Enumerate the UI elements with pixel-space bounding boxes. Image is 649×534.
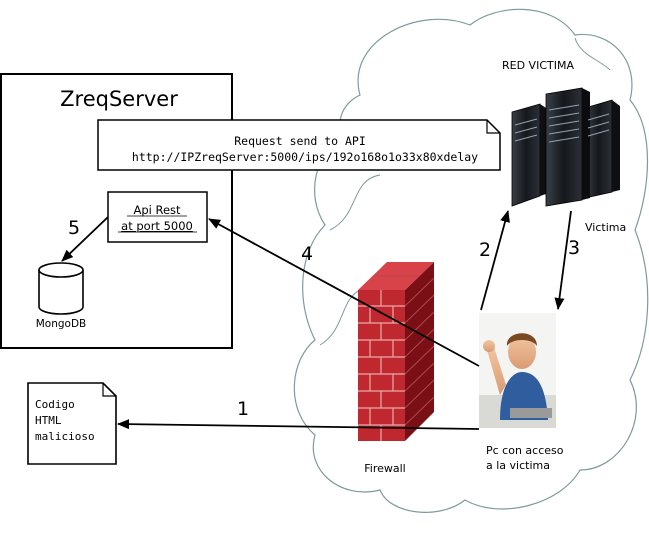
step-1-label: 1 xyxy=(237,398,249,420)
pc-user-photo xyxy=(479,313,556,428)
arrow-step-5 xyxy=(61,216,109,262)
pc-label-line2: a la victima xyxy=(486,459,550,472)
database-icon xyxy=(38,262,84,315)
api-rest-box xyxy=(107,191,208,243)
victim-server-icon xyxy=(511,87,620,207)
victim-network-cloud xyxy=(293,8,649,513)
code-doc-line2: HTML xyxy=(35,414,62,427)
arrow-step-4 xyxy=(208,218,480,367)
code-doc-line3: malicioso xyxy=(35,430,95,443)
victim-label: Victima xyxy=(585,221,626,234)
step-2-label: 2 xyxy=(479,239,491,261)
cloud-inner-contour xyxy=(319,37,611,346)
request-note-title: Request send to API xyxy=(234,134,366,148)
mongodb-label: MongoDB xyxy=(36,318,87,330)
zreqserver-title: ZreqServer xyxy=(60,87,178,111)
code-doc-line1: Codigo xyxy=(35,398,75,411)
pc-label-line1: Pc con acceso xyxy=(486,444,564,457)
code-document-icon xyxy=(27,382,117,465)
firewall-icon xyxy=(358,262,435,441)
request-note xyxy=(97,119,501,171)
arrow-step-3 xyxy=(554,210,572,310)
network-title: RED VICTIMA xyxy=(502,59,574,72)
request-note-url: http://IPZreqServer:5000/ips/192o168o1o3… xyxy=(132,150,478,164)
step-5-label: 5 xyxy=(68,217,80,239)
arrow-step-1 xyxy=(117,419,480,430)
arrow-step-2 xyxy=(480,210,510,311)
api-port-label: at port 5000 xyxy=(121,219,193,233)
api-rest-label: Api Rest xyxy=(133,203,181,217)
step-3-label: 3 xyxy=(568,237,580,259)
step-4-label: 4 xyxy=(301,243,313,265)
firewall-label: Firewall xyxy=(364,462,405,475)
